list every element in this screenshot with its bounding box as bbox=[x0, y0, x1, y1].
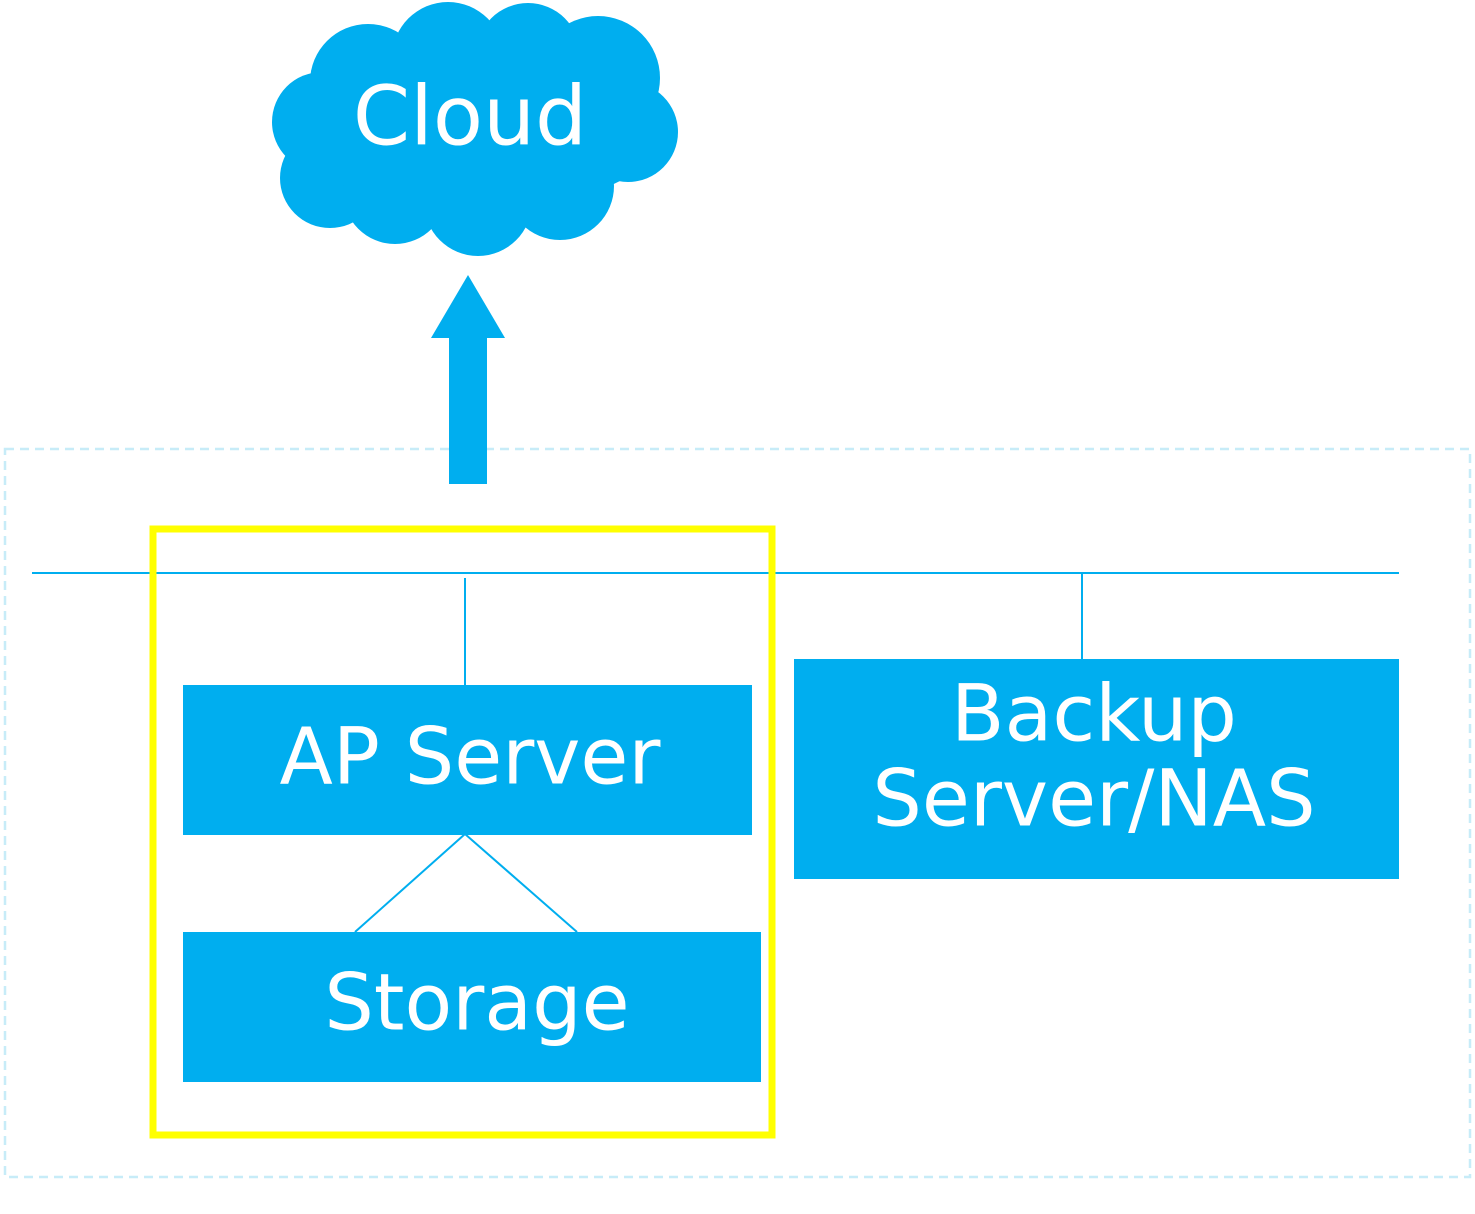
ap-server-label: AP Server bbox=[280, 712, 662, 802]
storage-connector-left bbox=[354, 833, 466, 933]
highlight-frame bbox=[149, 525, 776, 1139]
ap-server-box bbox=[183, 685, 752, 835]
backup-label-line2: Server/NAS bbox=[872, 754, 1315, 844]
cloud-icon bbox=[272, 2, 678, 256]
cloud-label: Cloud bbox=[353, 69, 587, 164]
storage-connector-right bbox=[464, 833, 578, 933]
network-boundary bbox=[3, 447, 1472, 1179]
backup-label-line1: Backup bbox=[951, 669, 1237, 759]
backup-server-box bbox=[794, 659, 1399, 879]
storage-box bbox=[183, 932, 761, 1082]
storage-label: Storage bbox=[324, 958, 629, 1048]
arrow-up-icon bbox=[431, 275, 505, 484]
